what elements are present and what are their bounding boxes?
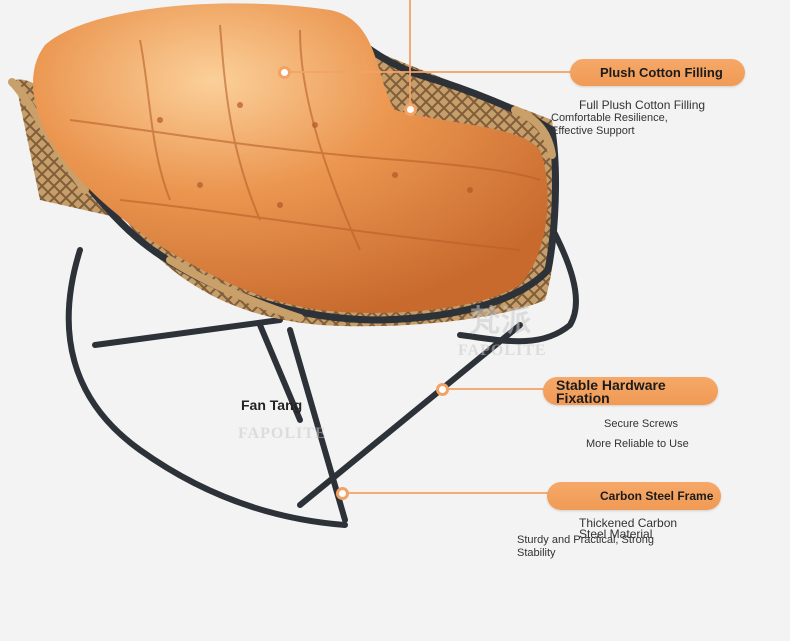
callout-dot-frame [336, 487, 349, 500]
feature-desc-line: Secure Screws [604, 418, 678, 430]
feature-pill-plush-cotton: Plush Cotton Filling [570, 59, 745, 86]
feature-desc-line: Sturdy and Practical, Strong [517, 534, 654, 546]
feature-desc-line: Stability [517, 547, 556, 559]
watermark-cn: 梵派 [470, 305, 532, 338]
feature-title-line: Stable Hardware [556, 377, 666, 393]
feature-title-line: Fixation [556, 390, 610, 406]
cushion [33, 3, 548, 313]
feature-desc-line: Steel Material [579, 527, 653, 541]
feature-pill-carbon-steel: Carbon Steel Frame [547, 482, 721, 510]
feature-desc-line: Full Plush Cotton Filling [579, 98, 706, 112]
callout-dot-hardware [436, 383, 449, 396]
feature-desc-line: Thickened Carbon [579, 516, 678, 530]
top-rail [9, 39, 559, 324]
feature-pill-hardware: Stable Hardware Fixation [543, 377, 718, 405]
feature-desc-line: More Reliable to Use [586, 438, 689, 450]
watermark-text: FAPOLITE [458, 342, 547, 359]
feature-desc-line: Effective Support [551, 125, 635, 137]
steel-frame [65, 212, 579, 528]
leader-lines [284, 0, 572, 494]
callout-dot-rattan [404, 103, 417, 116]
feature-title: Carbon Steel Frame [600, 489, 714, 503]
feature-desc-line: Comfortable Resilience, [551, 112, 668, 124]
watermark-text-2: FAPOLITE [238, 425, 327, 442]
brand-label: Fan Tang [241, 397, 303, 413]
callout-dot-cushion [278, 66, 291, 79]
feature-title: Plush Cotton Filling [600, 65, 723, 80]
